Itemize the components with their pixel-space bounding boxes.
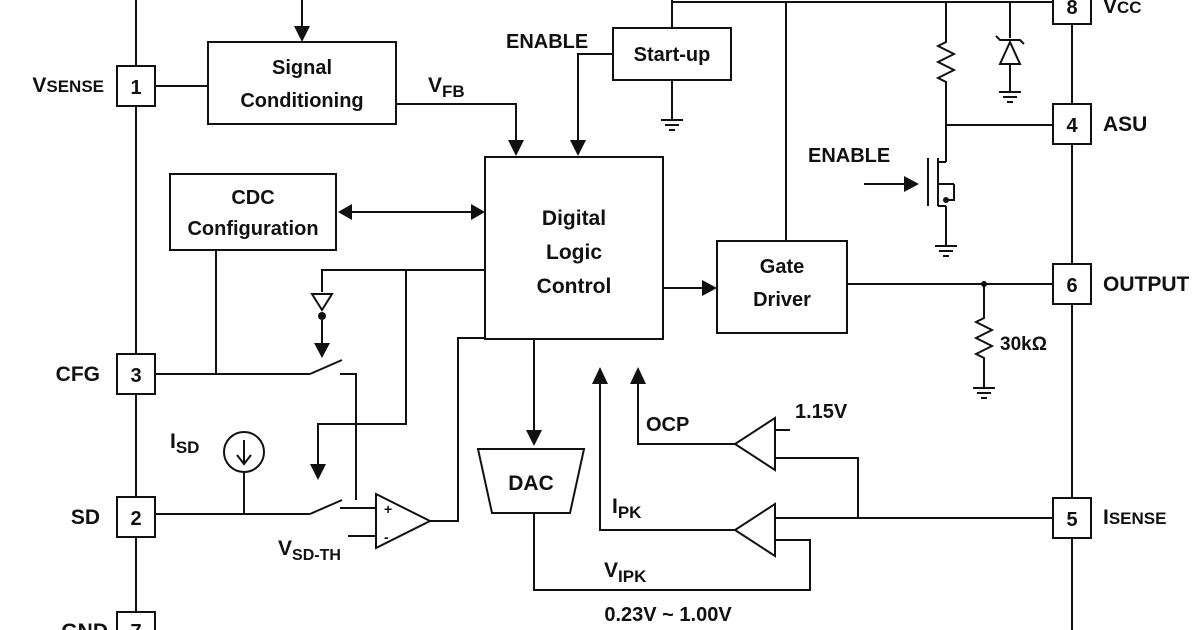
svg-text:Configuration: Configuration: [187, 218, 318, 240]
top-input-arrow: [294, 0, 310, 42]
svg-text:DAC: DAC: [508, 472, 554, 495]
pin-number: 4: [1066, 115, 1078, 137]
pin-1-vsense: 1 VSENSE: [32, 65, 156, 107]
dac-range-label: 0.23V ~ 1.00V: [604, 604, 732, 626]
ground-icon: [660, 119, 684, 131]
pin-label: CFG: [56, 363, 100, 386]
pin-label: VSENSE: [32, 74, 104, 97]
signal-conditioning-block: Signal Conditioning: [207, 41, 397, 125]
logic-to-gate-driver-arrow: [663, 280, 717, 296]
enable-mosfet-label: ENABLE: [808, 145, 890, 167]
vcc-zener-diode: [995, 2, 1025, 103]
cdc-configuration-block: CDC Configuration: [169, 173, 337, 251]
isd-label: ISD: [170, 430, 199, 457]
inverter-icon: [310, 293, 334, 312]
resistor-icon: [935, 2, 957, 126]
svg-text:Gate: Gate: [760, 256, 804, 278]
asu-mosfet: [864, 126, 958, 257]
switch-icon: [309, 359, 343, 375]
vfb-label: VFB: [428, 74, 465, 101]
ground-icon: [972, 387, 996, 399]
svg-text:+: +: [384, 501, 392, 517]
ground-icon: [998, 91, 1022, 103]
pin-label: ASU: [1103, 113, 1147, 136]
svg-text:-: -: [384, 529, 389, 545]
svg-text:Digital: Digital: [542, 207, 606, 230]
startup-ground: [660, 80, 684, 131]
sd-switch-control: [310, 270, 407, 480]
resistor-value-label: 30kΩ: [1000, 334, 1047, 355]
pin-4-asu: 4 ASU: [1052, 103, 1147, 145]
svg-text:Start-up: Start-up: [634, 44, 711, 66]
sd-comparator: + -: [348, 337, 485, 550]
pin-7-gnd: 7 GND: [61, 611, 156, 630]
sd-switch: [309, 499, 356, 515]
resistor-icon: [973, 284, 995, 388]
pin-8-vcc: 8 VCC: [1052, 0, 1142, 25]
pin-number: 1: [130, 77, 141, 99]
vipk-label: VIPK: [604, 559, 647, 586]
pin-label: OUTPUT: [1103, 273, 1190, 296]
svg-text:Driver: Driver: [753, 289, 811, 311]
pin-number: 2: [130, 508, 141, 530]
svg-text:CDC: CDC: [231, 187, 274, 209]
svg-text:Signal: Signal: [272, 57, 332, 79]
output-pulldown-resistor: [972, 281, 996, 399]
comparator-icon: [733, 416, 776, 472]
pin-label: GND: [61, 620, 108, 630]
vfb-wire: [396, 103, 524, 156]
switch-icon: [309, 499, 343, 515]
svg-text:Control: Control: [537, 275, 612, 298]
cdc-logic-bidirectional-arrow: [338, 204, 485, 220]
pin-number: 6: [1066, 275, 1077, 297]
isd-current-source: [223, 431, 265, 514]
voltage-ref-label: 1.15V: [795, 401, 848, 423]
svg-text:Logic: Logic: [546, 241, 602, 264]
vcc-pullup-resistor: [935, 2, 1053, 126]
pin-label: ISENSE: [1103, 506, 1166, 529]
comparator-icon: [733, 502, 776, 558]
enable-label: ENABLE: [506, 31, 588, 53]
pin-number: 3: [130, 365, 141, 387]
cfg-switch: [309, 359, 357, 500]
pin-label: SD: [71, 506, 100, 529]
pin-number: 8: [1066, 0, 1077, 19]
digital-logic-control-block: Digital Logic Control: [484, 156, 664, 340]
ipk-comparator: [592, 367, 1053, 558]
pin-number: 5: [1066, 509, 1077, 531]
startup-block: Start-up: [612, 27, 732, 81]
pin-6-output: 6 OUTPUT: [1052, 263, 1190, 305]
ground-icon: [934, 245, 958, 257]
cfg-switch-control: [310, 269, 485, 358]
svg-text:Conditioning: Conditioning: [240, 90, 363, 112]
gate-driver-block: Gate Driver: [716, 240, 848, 334]
ocp-comparator: [630, 367, 859, 518]
pin-2-sd: 2 SD: [71, 496, 156, 538]
ipk-label: IPK: [612, 495, 642, 522]
dac-block: DAC: [476, 448, 586, 514]
comparator-icon: [375, 492, 433, 550]
startup-to-logic-arrow: [570, 53, 613, 156]
vsd-th-label: VSD-TH: [278, 537, 341, 564]
pin-number: 7: [130, 621, 141, 630]
pin-5-isense: 5 ISENSE: [1052, 497, 1166, 539]
ocp-label: OCP: [646, 414, 689, 436]
pin-label: VCC: [1103, 0, 1142, 18]
zener-diode-icon: [998, 39, 1022, 65]
logic-to-dac-arrow: [526, 339, 542, 446]
pin-3-cfg: 3 CFG: [56, 353, 156, 395]
vipk-wire: [533, 513, 811, 591]
